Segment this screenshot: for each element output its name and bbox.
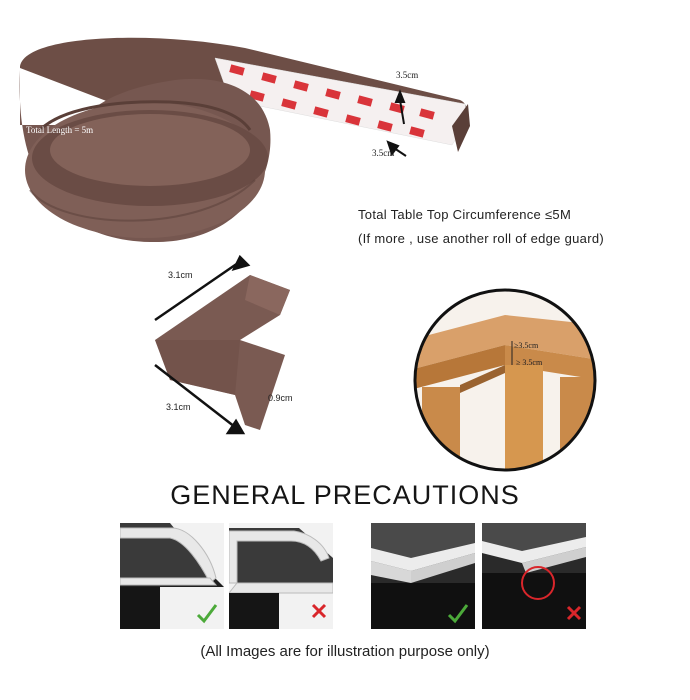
total-length-label: Total Length = 5m xyxy=(26,125,94,135)
roll-height-label-top: 3.5cm xyxy=(396,70,419,80)
precaution-image xyxy=(371,523,475,629)
corner-top-label: 3.1cm xyxy=(168,270,193,280)
table-edge-zoom-image xyxy=(413,288,597,472)
corner-thickness-label: 0.9cm xyxy=(268,393,293,403)
precaution-image xyxy=(482,523,586,629)
precaution-image xyxy=(229,523,333,629)
circumference-note: Total Table Top Circumference ≤5M (If mo… xyxy=(358,203,688,251)
highlight-circle xyxy=(521,566,555,600)
precaution-panel-light-incorrect xyxy=(229,523,333,629)
check-icon xyxy=(447,604,469,624)
precaution-panel-dark-correct xyxy=(371,523,475,629)
edge-guard-roll-image xyxy=(19,37,470,243)
precaution-panel-dark-incorrect xyxy=(482,523,586,629)
table-label-bottom: ≥ 3.5cm xyxy=(516,358,543,367)
precaution-image xyxy=(120,523,224,629)
precautions-title: GENERAL PRECAUTIONS xyxy=(170,480,520,510)
table-label-top: ≥3.5cm xyxy=(514,341,539,350)
illustration-disclaimer: (All Images are for illustration purpose… xyxy=(200,643,490,660)
precaution-panel-light-correct xyxy=(120,523,224,629)
check-icon xyxy=(196,604,218,624)
circumference-line-1: Total Table Top Circumference ≤5M xyxy=(358,207,572,222)
roll-height-label-bottom: 3.5cm xyxy=(372,148,395,158)
corner-guard-image xyxy=(154,255,290,435)
circumference-line-2: (If more , use another roll of edge guar… xyxy=(358,231,605,246)
cross-icon xyxy=(311,603,327,619)
cross-icon xyxy=(566,605,582,621)
corner-bottom-label: 3.1cm xyxy=(166,402,191,412)
